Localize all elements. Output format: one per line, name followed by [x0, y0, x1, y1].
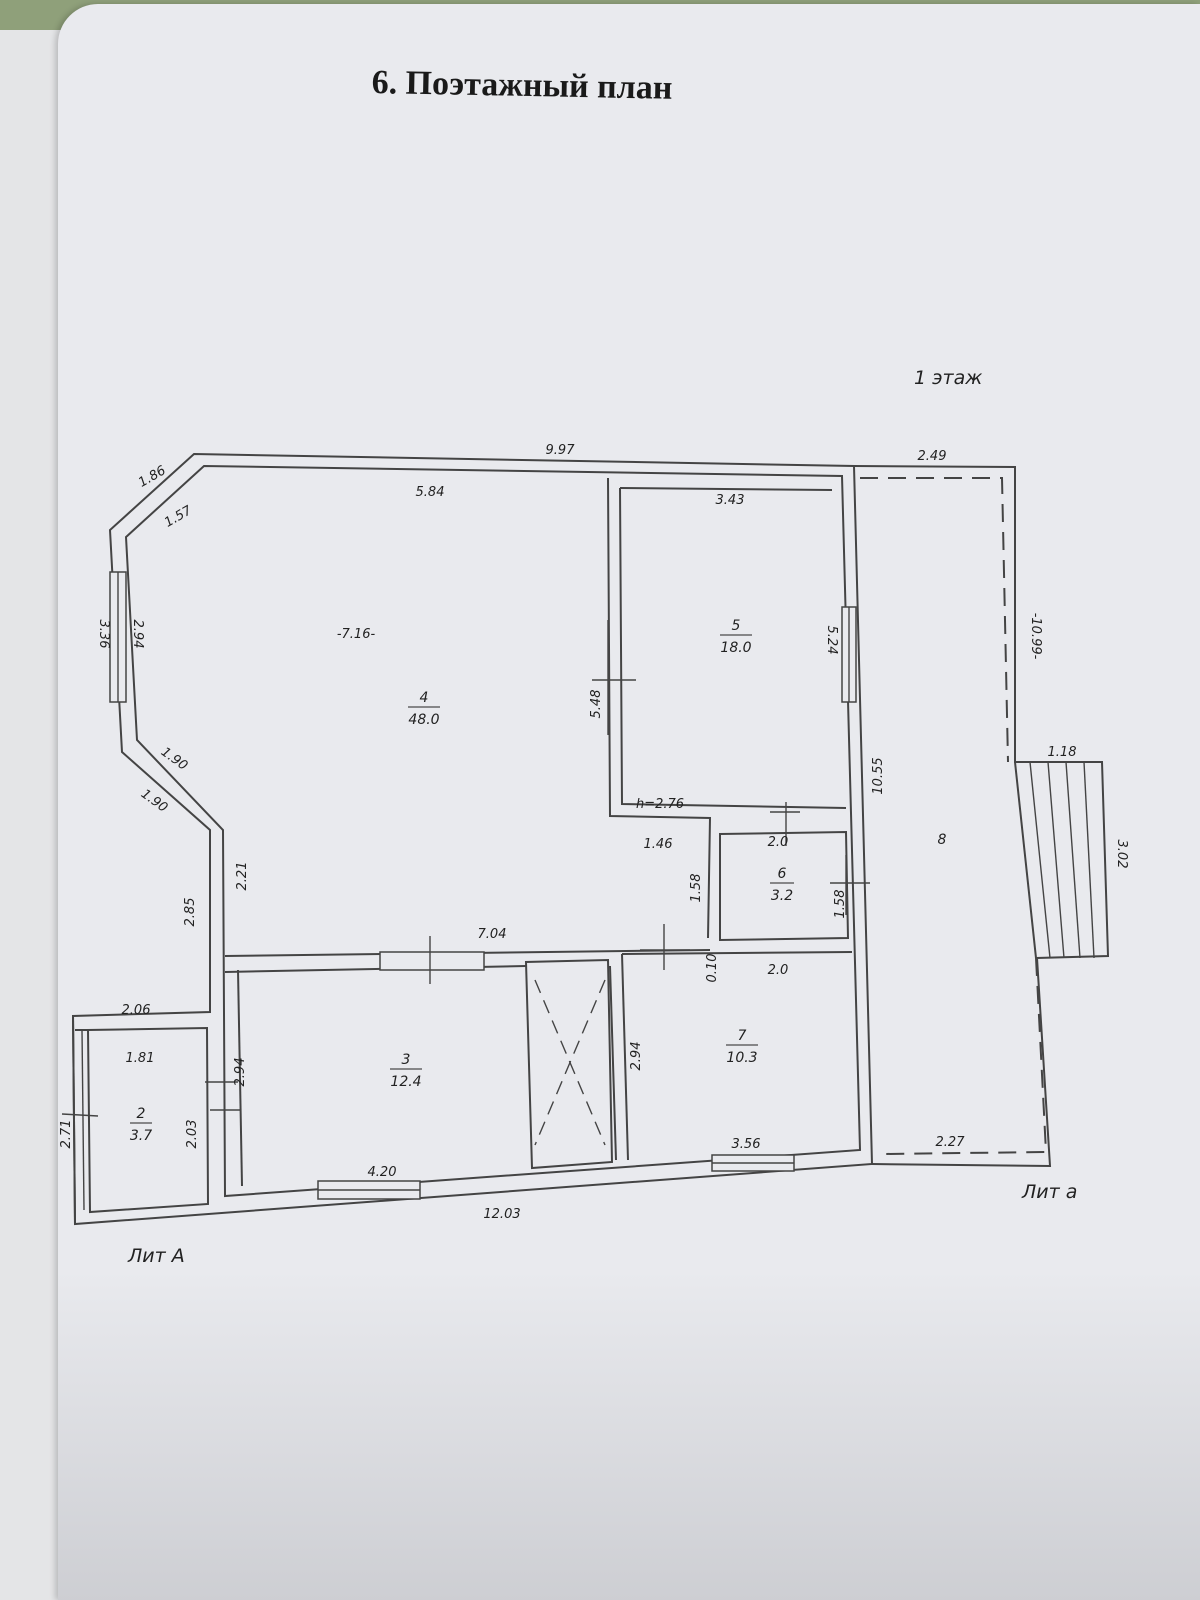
dimension-label: 2.21 — [235, 862, 250, 891]
room-5: 5 18.0 — [720, 618, 752, 656]
room-4: 4 48.0 — [408, 690, 440, 728]
dimension-label: 2.49 — [918, 449, 947, 464]
room-area: 12.4 — [390, 1074, 421, 1090]
room-number: 2 — [137, 1106, 146, 1122]
dimension-label: 1.86 — [136, 463, 169, 490]
dimension-label: 2.27 — [936, 1135, 966, 1150]
lit-A-label: Лит А — [127, 1245, 185, 1267]
room-area: 3.2 — [771, 888, 793, 904]
dimension-label: 2.71 — [59, 1120, 74, 1149]
terrace — [853, 465, 1110, 1168]
dimension-label: 2.94 — [233, 1058, 248, 1087]
room-7: 7 10.3 — [726, 1028, 758, 1066]
room-number: 6 — [778, 866, 787, 882]
windows — [109, 571, 857, 1200]
room-3: 3 12.4 — [390, 1052, 422, 1090]
room-number: 4 — [420, 690, 429, 706]
lit-a-label: Лит а — [1021, 1181, 1077, 1203]
room-number: 7 — [738, 1028, 747, 1044]
dimension-label: 1.18 — [1048, 745, 1077, 760]
page-shadow — [58, 1270, 1200, 1600]
dimension-labels: 9.97 2.49 1.86 1.57 5.84 3.43 3.36 2.94 … — [59, 443, 1129, 1222]
dimension-label: 1.58 — [689, 874, 704, 903]
room-area: 18.0 — [720, 640, 751, 656]
dimension-label: 3.02 — [1114, 840, 1129, 869]
dimension-label: 2.0 — [768, 835, 789, 850]
dimension-label: 1.58 — [833, 890, 848, 919]
room-number: 3 — [402, 1052, 411, 1068]
room-2: 2 3.7 — [130, 1106, 152, 1144]
dimension-label: 2.94 — [629, 1042, 644, 1071]
doors — [61, 620, 870, 1117]
dimension-label: 2.0 — [768, 963, 789, 978]
dimension-label: 1.46 — [644, 837, 673, 852]
dimension-label: 5.24 — [824, 626, 839, 655]
dimension-label: 7.04 — [478, 927, 507, 942]
room-number: 8 — [938, 832, 947, 848]
dimension-label: 5.48 — [589, 690, 604, 719]
room-number: 5 — [732, 618, 741, 634]
dimension-label: 2.06 — [122, 1003, 151, 1018]
dimension-label: 1.57 — [162, 503, 195, 531]
ceiling-height: h=2.76 — [636, 797, 684, 812]
dimension-label: -7.16- — [337, 627, 376, 642]
room-area: 10.3 — [726, 1050, 757, 1066]
exterior-walls — [71, 452, 874, 1226]
porch-steps — [1029, 761, 1095, 959]
dimension-label: 1.90 — [158, 745, 190, 774]
room-6: 6 3.2 — [770, 866, 794, 904]
interior-walls — [224, 477, 853, 1187]
dimension-label: 10.55 — [871, 757, 886, 794]
dimension-label: 4.20 — [368, 1165, 397, 1180]
dimension-label: 12.03 — [483, 1207, 520, 1222]
dimension-label: 9.97 — [546, 443, 576, 458]
dimension-label: 3.56 — [732, 1137, 761, 1152]
document-page — [58, 4, 1200, 1600]
floor-label: 1 этаж — [914, 367, 982, 389]
dimension-label: -10.99- — [1028, 613, 1043, 660]
dimension-label: 2.85 — [183, 898, 198, 927]
dimension-label: 1.81 — [126, 1051, 155, 1066]
room-8: 8 — [938, 832, 947, 848]
dimension-label: 3.43 — [716, 493, 745, 508]
room-area: 48.0 — [408, 712, 439, 728]
dimension-label: 3.36 — [96, 620, 111, 649]
dimension-label: 2.94 — [130, 620, 145, 649]
staircase — [534, 979, 606, 1146]
dimension-label: 2.03 — [185, 1120, 200, 1149]
dimension-label: 0.10 — [705, 954, 720, 983]
dimension-label: 5.84 — [416, 485, 445, 500]
room-area: 3.7 — [130, 1128, 152, 1144]
